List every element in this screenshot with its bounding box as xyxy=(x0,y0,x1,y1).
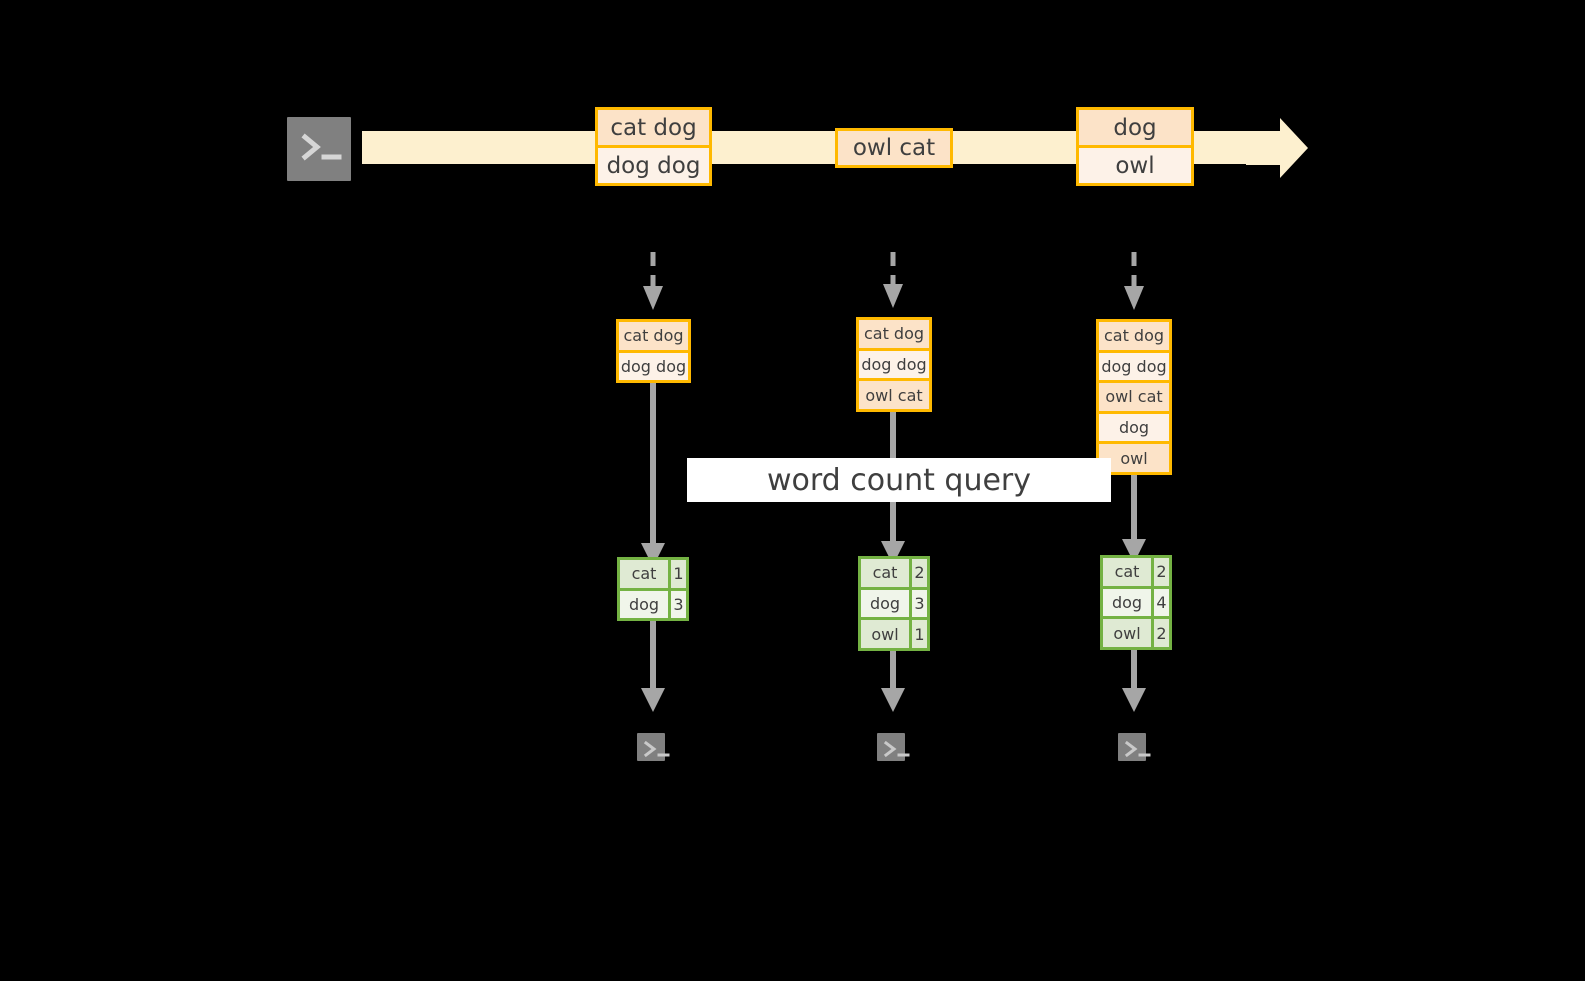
query-connector-arrows xyxy=(641,383,1146,567)
table-row: dog 4 xyxy=(1103,585,1169,617)
stream-event-1[interactable]: cat dog dog dog xyxy=(595,107,712,186)
snapshot-input-line: cat dog xyxy=(1099,322,1169,350)
snapshot-input-line: dog dog xyxy=(859,347,929,379)
table-row: owl 1 xyxy=(861,617,927,649)
result-count: 2 xyxy=(1151,558,1169,586)
arrowhead-shape xyxy=(1246,118,1308,178)
result-word: dog xyxy=(861,589,909,618)
terminal-prompt-glyph xyxy=(1124,740,1151,758)
stream-event-line: cat dog xyxy=(598,110,709,145)
snapshot-input-line: dog dog xyxy=(1099,349,1169,381)
snapshot-trigger-arrows xyxy=(643,252,1144,310)
result-count: 1 xyxy=(909,620,927,649)
result-count: 2 xyxy=(909,559,927,587)
terminal-prompt-glyph xyxy=(301,133,342,161)
snapshot-1-input-box[interactable]: cat dog dog dog xyxy=(616,319,691,383)
stream-event-line: owl xyxy=(1079,145,1191,183)
stream-source-terminal-icon xyxy=(276,106,362,192)
stream-event-2[interactable]: owl cat xyxy=(835,128,953,168)
query-label: word count query xyxy=(687,458,1111,502)
snapshot-input-line: cat dog xyxy=(859,320,929,348)
snapshot-3-sink-terminal-icon xyxy=(1107,722,1157,772)
result-count: 3 xyxy=(909,589,927,618)
sink-connector-arrows xyxy=(641,621,1146,712)
terminal-prompt-glyph xyxy=(643,740,670,758)
table-row: dog 3 xyxy=(861,586,927,618)
result-word: cat xyxy=(620,560,668,588)
result-count: 2 xyxy=(1151,619,1169,648)
snapshot-3-input-box[interactable]: cat dog dog dog owl cat dog owl xyxy=(1096,319,1172,475)
snapshot-input-line: owl cat xyxy=(859,378,929,410)
stream-event-line: dog dog xyxy=(598,145,709,183)
stream-event-line: dog xyxy=(1079,110,1191,145)
result-word: dog xyxy=(1103,588,1151,617)
table-row: owl 2 xyxy=(1103,616,1169,648)
snapshot-2-result-table[interactable]: cat 2 dog 3 owl 1 xyxy=(858,556,930,651)
table-row: dog 3 xyxy=(620,587,686,618)
result-count: 3 xyxy=(668,590,686,618)
result-word: cat xyxy=(861,559,909,587)
result-word: dog xyxy=(620,590,668,618)
result-count: 1 xyxy=(668,560,686,588)
table-row: cat 1 xyxy=(620,560,686,588)
snapshot-input-line: cat dog xyxy=(619,322,688,350)
table-row: cat 2 xyxy=(1103,558,1169,586)
snapshot-2-sink-terminal-icon xyxy=(866,722,916,772)
snapshot-3-result-table[interactable]: cat 2 dog 4 owl 2 xyxy=(1100,555,1172,650)
snapshot-input-line: dog xyxy=(1099,410,1169,442)
result-word: owl xyxy=(861,620,909,649)
snapshot-1-result-table[interactable]: cat 1 dog 3 xyxy=(617,557,689,621)
result-count: 4 xyxy=(1151,588,1169,617)
terminal-screen xyxy=(287,117,351,181)
stream-arrowhead xyxy=(1246,118,1308,178)
result-word: owl xyxy=(1103,619,1151,648)
stream-event-line: owl cat xyxy=(838,131,950,165)
result-word: cat xyxy=(1103,558,1151,586)
snapshot-1-sink-terminal-icon xyxy=(626,722,676,772)
snapshot-input-line: dog dog xyxy=(619,349,688,380)
snapshot-2-input-box[interactable]: cat dog dog dog owl cat xyxy=(856,317,932,412)
terminal-screen xyxy=(1118,733,1151,761)
terminal-screen xyxy=(637,733,670,761)
terminal-screen xyxy=(877,733,910,761)
snapshot-input-line: owl cat xyxy=(1099,380,1169,411)
table-row: cat 2 xyxy=(861,559,927,587)
stream-event-3[interactable]: dog owl xyxy=(1076,107,1194,186)
terminal-prompt-glyph xyxy=(883,740,910,758)
